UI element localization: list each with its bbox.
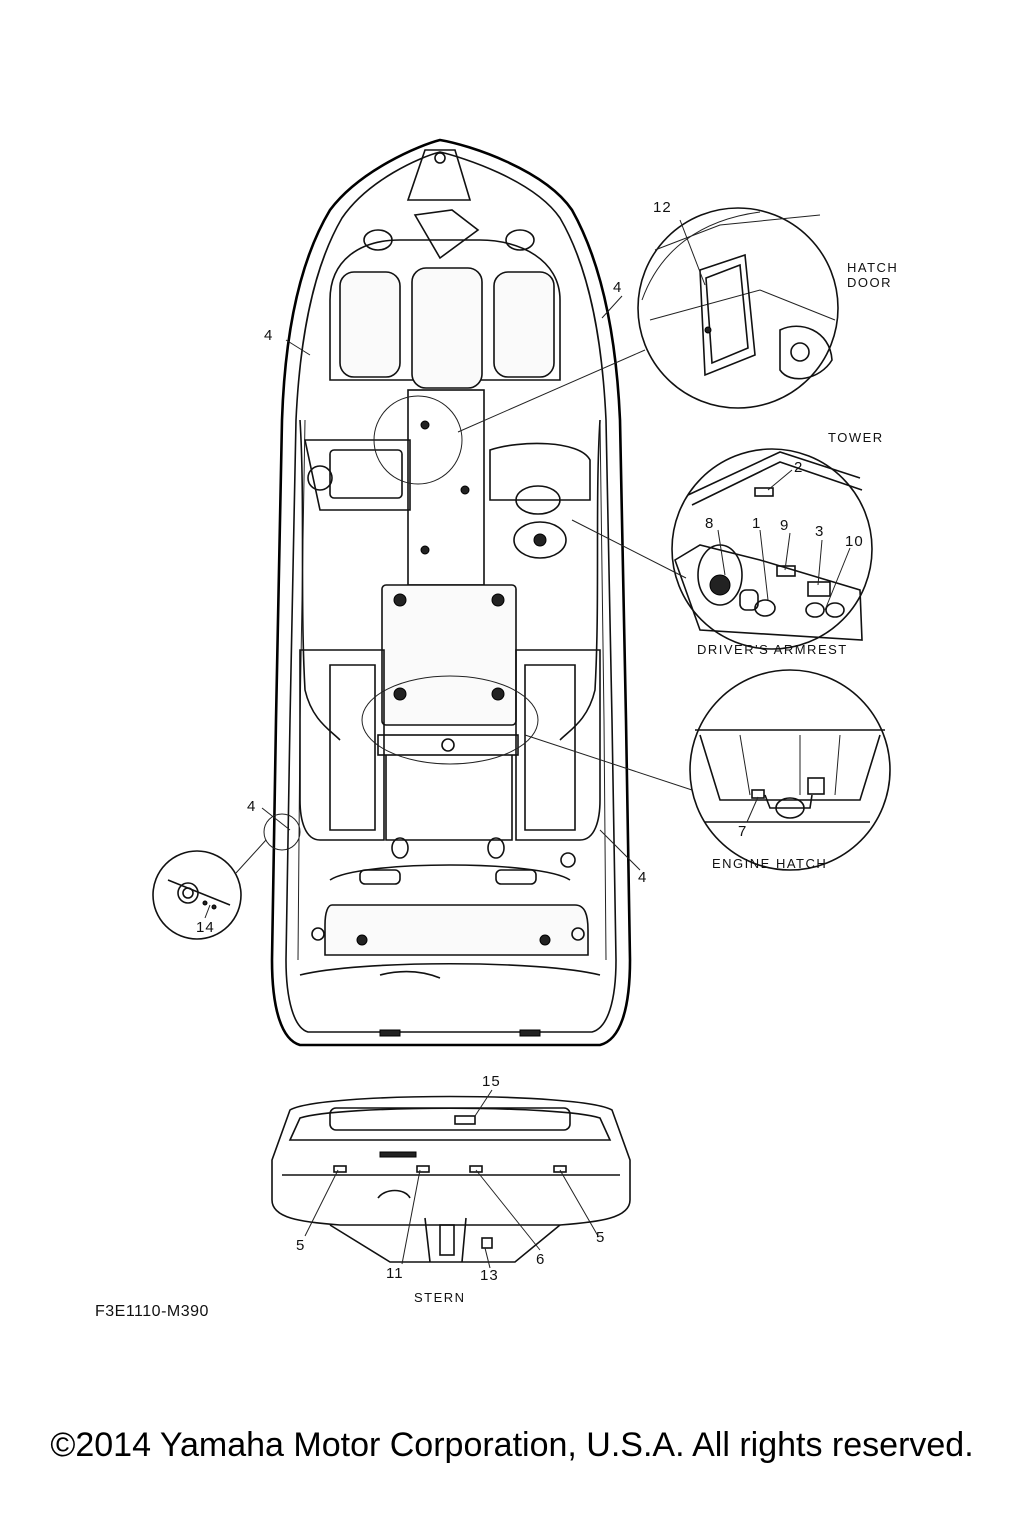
boat-top-view bbox=[263, 138, 632, 1047]
callout-9: 9 bbox=[780, 517, 789, 534]
callout-4-upper-right: 4 bbox=[613, 279, 622, 296]
callout-5-right: 5 bbox=[596, 1229, 605, 1246]
caption-tower: TOWER bbox=[828, 430, 884, 445]
callout-7: 7 bbox=[738, 823, 747, 840]
callout-4-upper-left: 4 bbox=[264, 327, 273, 344]
callout-11: 11 bbox=[386, 1265, 404, 1282]
caption-stern: STERN bbox=[414, 1290, 466, 1305]
callout-labels: 12 4 4 2 8 1 9 3 10 4 7 4 14 15 5 5 6 11… bbox=[196, 199, 864, 1284]
callout-4-lower-right: 4 bbox=[638, 869, 647, 886]
callout-4-lower-left: 4 bbox=[247, 798, 256, 815]
callout-1: 1 bbox=[752, 515, 761, 532]
detail-engine-hatch bbox=[524, 669, 891, 871]
detail-drivers-armrest bbox=[571, 448, 873, 650]
caption-drivers-armrest: DRIVER'S ARMREST bbox=[697, 642, 848, 657]
callout-8: 8 bbox=[705, 515, 714, 532]
callout-14: 14 bbox=[196, 919, 215, 936]
stern-view bbox=[271, 1095, 631, 1263]
callout-5-left: 5 bbox=[296, 1237, 305, 1254]
captions: HATCH DOOR TOWER DRIVER'S ARMREST ENGINE… bbox=[95, 260, 898, 1320]
detail-hatch-door bbox=[457, 207, 839, 433]
callout-15: 15 bbox=[482, 1073, 501, 1090]
part-code: F3E1110-M390 bbox=[95, 1303, 209, 1320]
callout-3: 3 bbox=[815, 523, 824, 540]
callout-2: 2 bbox=[794, 459, 803, 476]
callout-12: 12 bbox=[653, 199, 672, 216]
caption-hatch-door-1: HATCH bbox=[847, 260, 898, 275]
leader-lines bbox=[204, 219, 851, 1269]
callout-10: 10 bbox=[845, 533, 864, 550]
caption-engine-hatch: ENGINE HATCH bbox=[712, 856, 827, 871]
copyright-notice: ©2014 Yamaha Motor Corporation, U.S.A. A… bbox=[50, 1426, 974, 1464]
callout-13: 13 bbox=[480, 1267, 499, 1284]
caption-hatch-door-2: DOOR bbox=[847, 275, 892, 290]
detail-side-14 bbox=[152, 839, 267, 940]
callout-6: 6 bbox=[536, 1251, 545, 1268]
